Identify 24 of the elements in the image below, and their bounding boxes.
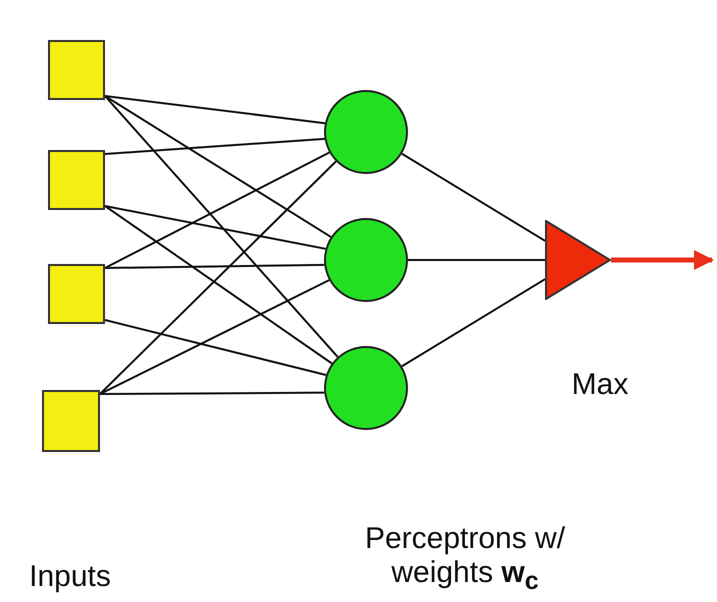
- connector-line: [104, 205, 332, 364]
- max-triangle: [545, 220, 611, 300]
- connector-line: [104, 95, 332, 238]
- connector-line: [401, 152, 546, 242]
- label-text: Perceptrons w/ weights w$_{c}$: [364, 522, 566, 596]
- connector-line: [104, 95, 338, 358]
- connector-line: [100, 279, 330, 395]
- connector-line: [401, 278, 546, 368]
- input-square: [42, 390, 100, 452]
- input-square: [48, 264, 105, 324]
- connector-line: [99, 160, 337, 395]
- input-square: [48, 40, 105, 100]
- connector-line: [104, 152, 330, 269]
- connector-line: [104, 95, 326, 124]
- arrow: [611, 250, 714, 270]
- connector-line: [104, 205, 326, 250]
- connector-line: [104, 264, 324, 269]
- label-text: Inputs: [28, 560, 112, 594]
- connector-line: [104, 319, 326, 376]
- connector-line: [100, 392, 324, 395]
- connector-line: [104, 138, 325, 155]
- input-square: [48, 150, 105, 210]
- connector-line: [408, 259, 545, 261]
- node-caption: Max: [570, 368, 630, 402]
